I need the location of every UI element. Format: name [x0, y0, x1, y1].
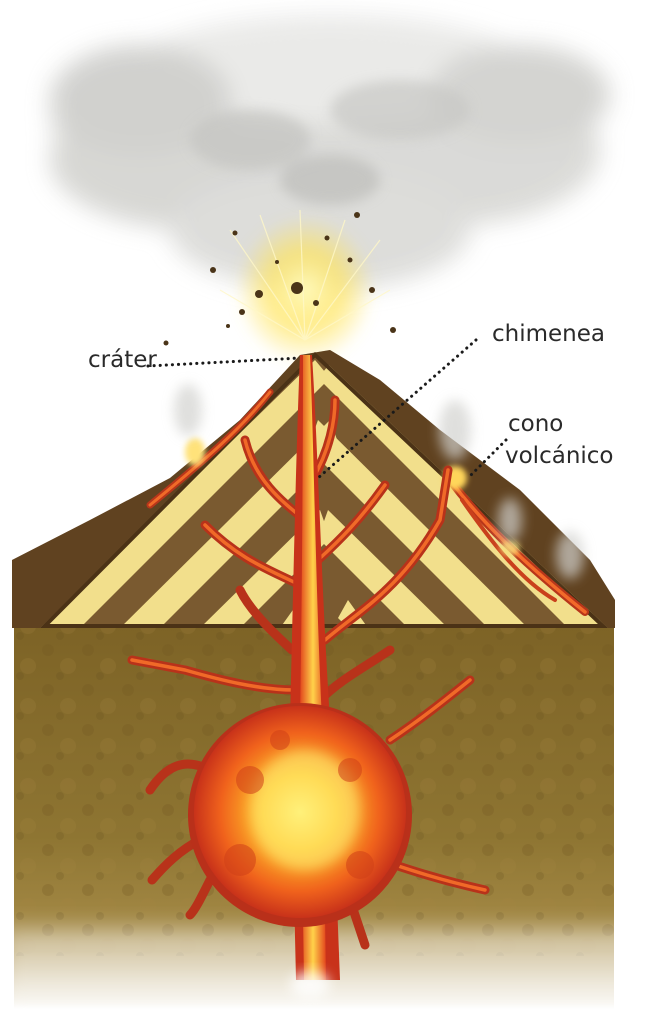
- magma-chamber: [188, 703, 412, 927]
- crater-leader-line: [148, 358, 300, 366]
- cone-label-line1: cono: [508, 412, 563, 437]
- volcanic-cone-layers: [0, 340, 649, 640]
- eruption-glow: [235, 215, 375, 365]
- chimney-label: chimenea: [492, 322, 605, 347]
- cone-label-line2: volcánico: [505, 444, 614, 469]
- crater-label: cráter: [88, 348, 157, 373]
